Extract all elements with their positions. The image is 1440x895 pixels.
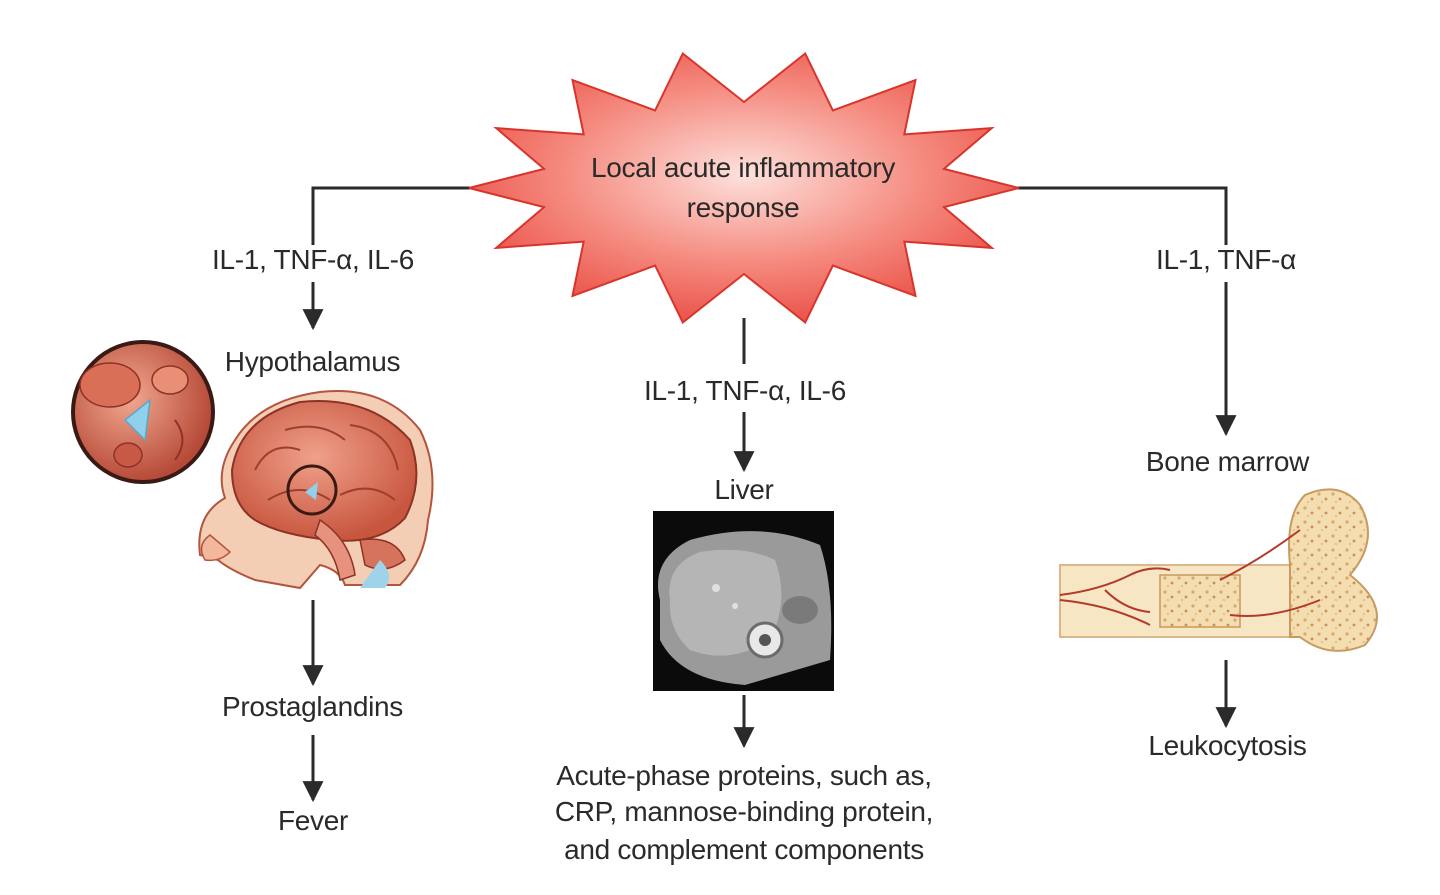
center-label-line2: response [686, 192, 800, 223]
acute-phase-proteins-line2: CRP, mannose-binding protein, [554, 796, 934, 827]
acute-phase-proteins-line1: Acute-phase proteins, such as, [556, 760, 932, 791]
fever-label: Fever [277, 805, 349, 836]
acute-phase-proteins-line3: and complement components [564, 834, 924, 865]
connector-left-branch [311, 186, 470, 245]
center-label-line1: Local acute inflammatory [590, 152, 896, 183]
middle-cytokines-label: IL-1, TNF-α, IL-6 [644, 375, 846, 406]
hypothalamus-label: Hypothalamus [224, 346, 401, 377]
left-cytokines-label: IL-1, TNF-α, IL-6 [212, 244, 414, 275]
hypothalamus-zoom-circle [71, 340, 215, 484]
leukocytosis-label: Leukocytosis [1148, 730, 1307, 761]
liver-label: Liver [714, 474, 774, 505]
brain-illustration [198, 390, 434, 590]
right-cytokines-label: IL-1, TNF-α [1156, 244, 1296, 275]
connector-right-branch [1015, 186, 1228, 245]
prostaglandins-label: Prostaglandins [221, 691, 404, 722]
liver-ct-scan [653, 511, 834, 691]
inflammation-starburst [468, 51, 1020, 325]
bone-marrow-label: Bone marrow [1145, 446, 1310, 477]
bone-illustration [1059, 488, 1378, 652]
